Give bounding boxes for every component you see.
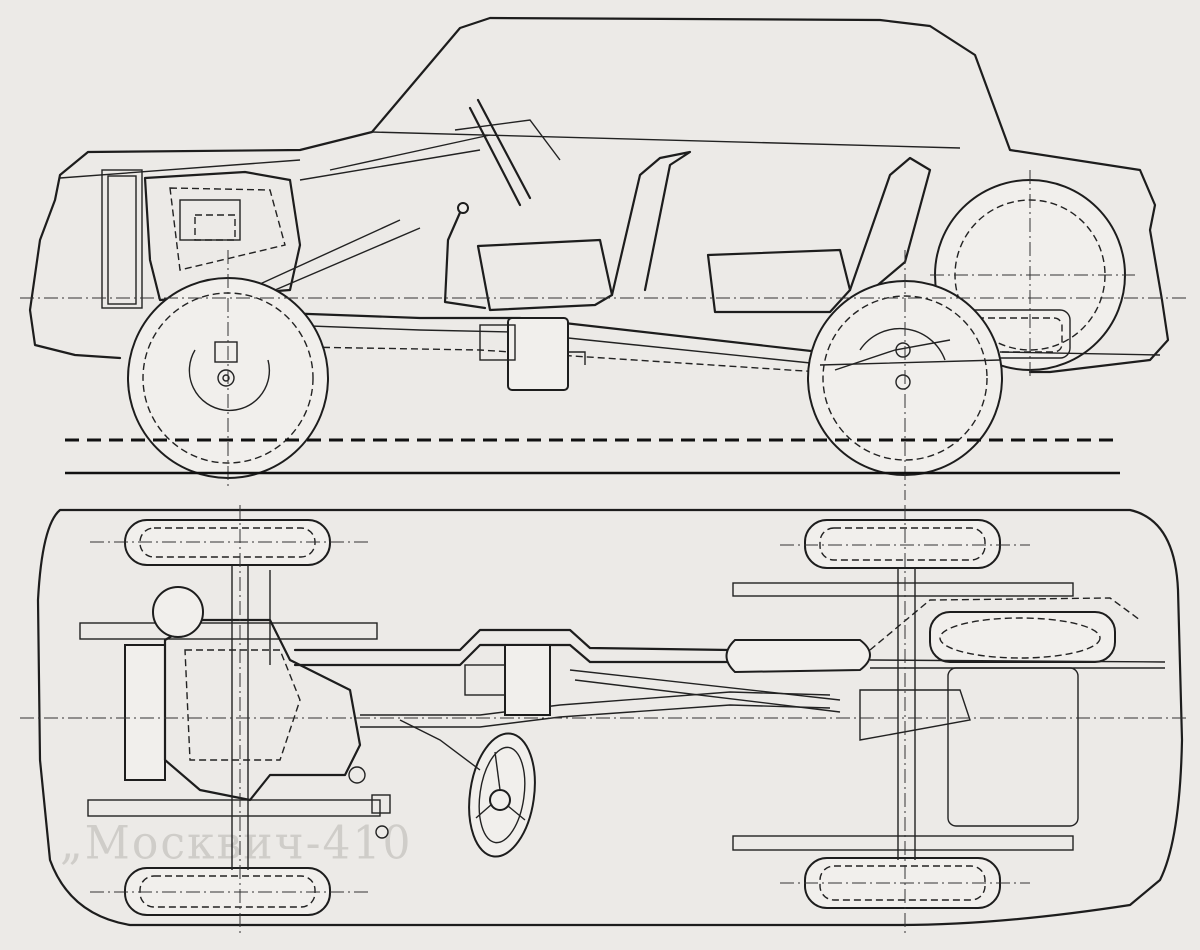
- front-wheel-top: [124, 519, 331, 566]
- side-view: [20, 16, 1190, 500]
- front-wheel-bottom: [124, 867, 331, 916]
- plan-body-outline: [36, 508, 1184, 927]
- radiator: [124, 644, 166, 781]
- bleed-through-caption: „Москвич-410: [60, 816, 413, 871]
- gearbox-plan: [504, 644, 551, 716]
- engine-plan: [163, 618, 362, 802]
- front-seat: [476, 238, 614, 312]
- gearbox: [507, 317, 569, 391]
- trunk-floor: [947, 667, 1079, 827]
- rear-wheel-top: [804, 519, 1001, 569]
- rear-seat: [706, 248, 852, 314]
- plan-view: [20, 505, 1190, 935]
- side-body-outline: [28, 16, 1170, 374]
- fuel-tank: [929, 611, 1116, 663]
- steering-column: [468, 98, 532, 207]
- steering-wheel: [468, 732, 536, 858]
